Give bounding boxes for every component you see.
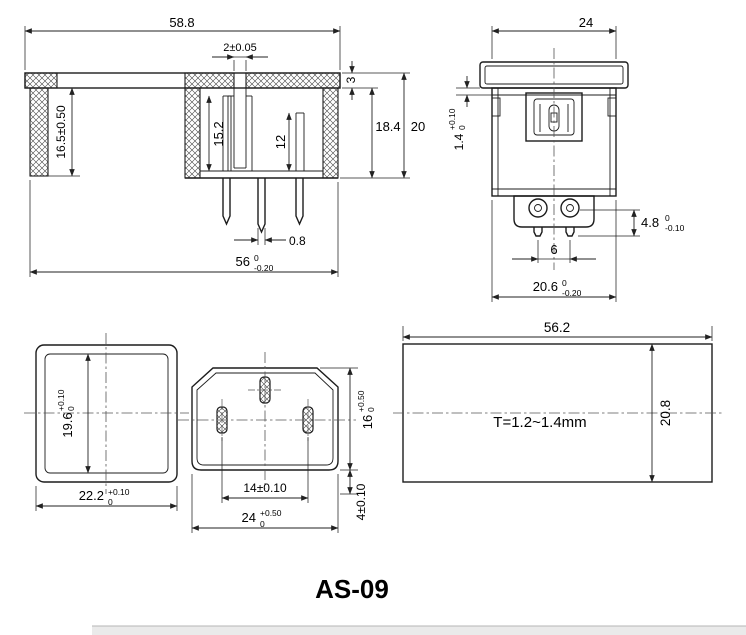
- cutout-inner: [44, 353, 169, 474]
- dim-pin-pitch: 14±0.10: [221, 437, 309, 503]
- dim-slot: 2±0.05: [212, 42, 268, 71]
- dim-label-lip: 1.4: [452, 133, 466, 150]
- dim-label-pin-offset: 4±0.10: [354, 483, 368, 520]
- dim-label-contact-depth: 12: [273, 135, 288, 149]
- dim-label-terminal-pitch: 6: [550, 242, 557, 257]
- dim-pin-thickness: 0.8: [234, 228, 306, 248]
- dim-label-pin-thickness: 0.8: [289, 234, 306, 248]
- dim-face-width: 24 +0.50 0: [191, 474, 339, 533]
- dim-body-depth: 20.6 0 -0.20: [491, 200, 617, 302]
- dim-label-base-width-tol-upper: 0: [254, 253, 259, 263]
- mounting-clip: [29, 87, 49, 177]
- dim-label-terminal-tol-lower: -0.10: [665, 223, 685, 233]
- side-section-view: 58.8 2±0.05 16.5±0.50 15.2 12: [24, 15, 425, 277]
- dim-label-face-width-tol-lower: 0: [260, 519, 265, 529]
- panel-thickness-note: T=1.2~1.4mm: [493, 414, 586, 431]
- terminal-left: [528, 198, 548, 218]
- dim-lip: 1.4 +0.10 0: [447, 76, 492, 150]
- dim-label-terminal-tol-upper: 0: [665, 213, 670, 223]
- dim-label-front-width: 24: [579, 15, 593, 30]
- dim-terminal-pitch: 6: [512, 240, 596, 263]
- face-inner: [196, 372, 334, 466]
- dim-label-face-width: 24: [242, 510, 256, 525]
- dim-pin-offset: 4±0.10: [340, 469, 368, 520]
- dim-side-height: 16.5±0.50: [48, 87, 80, 177]
- dim-label-overall-width: 58.8: [169, 15, 194, 30]
- panel-cutout-view: 19.6 +0.10 0 22.2 +0.10 0: [24, 333, 189, 511]
- front-view: 24 1.4 +0.10 0 4.8 0 -0.10: [447, 15, 685, 302]
- dim-label-terminal-length: 4.8: [641, 215, 659, 230]
- pin-left: [222, 178, 231, 226]
- front-part: [479, 48, 629, 270]
- dim-label-cutout-width: 22.2: [79, 488, 104, 503]
- page-bottom-strip: [92, 625, 746, 635]
- dim-cutout-width: 22.2 +0.10 0: [35, 486, 178, 511]
- dim-label-face-width-tol-upper: +0.50: [260, 508, 282, 518]
- terminal-right: [560, 198, 580, 218]
- drawing-title: AS-09: [315, 574, 389, 604]
- cutout-outer: [35, 344, 178, 483]
- dim-panel-thickness: 20.8: [649, 343, 673, 483]
- dim-contact-depth: 12: [273, 112, 292, 172]
- side-section-part: [24, 72, 341, 234]
- dim-body-height: 18.4: [340, 87, 410, 179]
- dim-label-slot: 2±0.05: [223, 42, 257, 54]
- dim-label-cavity-depth: 15.2: [211, 121, 226, 146]
- dim-label-body-depth-tol-lower: -0.20: [562, 288, 582, 298]
- socket-face-view: 14±0.10 24 +0.50 0 16 +0.50 0 4±0.10: [178, 352, 376, 533]
- face-outline: [191, 367, 339, 471]
- dim-label-side-height: 16.5±0.50: [54, 105, 68, 159]
- dim-label-face-height: 16: [360, 415, 375, 429]
- dim-front-width: 24: [491, 15, 617, 59]
- dim-label-base-width-tol-lower: -0.20: [254, 263, 274, 273]
- dim-flange-thickness: 3: [342, 61, 410, 100]
- dim-label-cutout-width-tol-lower: 0: [108, 497, 113, 507]
- dim-label-pin-pitch: 14±0.10: [243, 481, 287, 495]
- dim-label-face-height-tol-upper: +0.50: [356, 390, 366, 412]
- dim-label-body-depth-tol-upper: 0: [562, 278, 567, 288]
- dim-label-body-height: 18.4: [375, 119, 400, 134]
- dim-label-panel-width: 56.2: [544, 320, 570, 335]
- dim-panel-width: 56.2: [402, 320, 713, 341]
- dim-label-lip-tol-upper: +0.10: [447, 108, 457, 130]
- dim-cavity-depth: 15.2: [206, 95, 226, 172]
- dim-overall-width: 58.8: [24, 15, 341, 70]
- dim-label-base-width: 56: [236, 254, 250, 269]
- pin-right: [295, 178, 304, 226]
- dim-label-cutout-width-tol-upper: +0.10: [108, 487, 130, 497]
- terminal-block: [513, 195, 595, 228]
- pin-center: [257, 178, 266, 234]
- dim-total-height: 20: [401, 72, 425, 179]
- dim-cutout-height: 19.6 +0.10 0: [56, 353, 91, 474]
- dim-label-cutout-height-tol-lower: 0: [66, 406, 76, 411]
- dim-label-lip-tol-lower: 0: [457, 125, 467, 130]
- dim-label-flange-thickness: 3: [344, 76, 358, 83]
- dim-face-height: 16 +0.50 0: [320, 367, 376, 471]
- dim-label-face-height-tol-lower: 0: [366, 407, 376, 412]
- panel-side-view: 56.2 20.8 T=1.2~1.4mm: [393, 320, 722, 483]
- dim-base-width: 56 0 -0.20: [29, 180, 339, 277]
- dim-label-total-height: 20: [411, 119, 425, 134]
- dim-label-panel-thickness: 20.8: [658, 400, 673, 426]
- dim-label-cutout-height: 19.6: [60, 412, 75, 437]
- dim-label-cutout-height-tol-upper: +0.10: [56, 389, 66, 411]
- dim-label-body-depth: 20.6: [533, 279, 558, 294]
- dim-terminal-length: 4.8 0 -0.10: [578, 209, 685, 237]
